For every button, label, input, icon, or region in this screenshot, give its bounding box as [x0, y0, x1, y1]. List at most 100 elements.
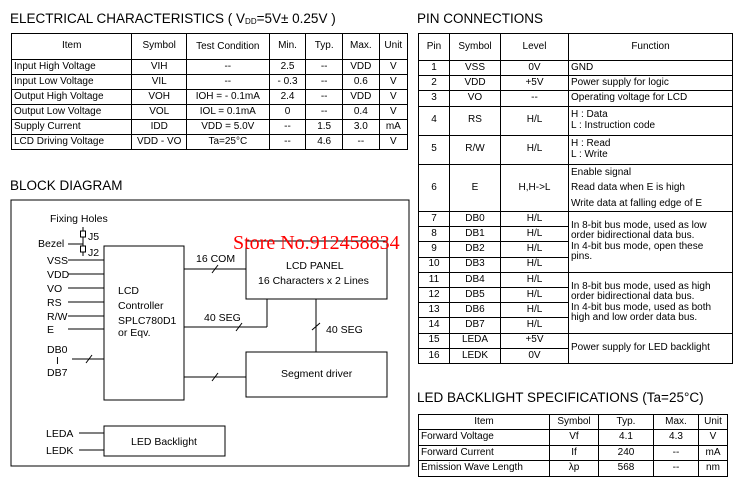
table-cell: 0V: [500, 59, 569, 77]
table-cell: Input High Voltage: [10, 59, 133, 75]
col-max: Max.: [342, 33, 380, 60]
table-cell: 0.4: [342, 104, 380, 120]
function-line: In 8-bit bus mode, used as low: [571, 219, 707, 231]
table-cell: H/L: [500, 256, 569, 273]
table-cell: IDD: [131, 119, 187, 135]
function-line: L : Instruction code: [571, 119, 656, 131]
table-cell: H/L: [500, 271, 569, 289]
table-cell: --: [305, 74, 343, 90]
col-typ: Typ.: [598, 413, 654, 431]
lcd-panel-label: LCD PANEL: [286, 260, 344, 272]
col-pin: Pin: [418, 33, 450, 61]
function-line: Write data at falling edge of E: [571, 197, 703, 209]
fixing-hole-j5: [80, 230, 86, 238]
table-cell: IOL = 0.1mA: [185, 104, 270, 120]
function-line: pins.: [571, 251, 593, 263]
controller-label-line4: or Eqv.: [118, 327, 150, 339]
pin-function: GND: [568, 59, 733, 77]
table-cell: nm: [698, 460, 728, 477]
table-cell: DB6: [449, 302, 501, 319]
table-cell: --: [305, 89, 343, 105]
table-cell: +5V: [500, 75, 569, 92]
function-line: In 8-bit bus mode, used as high: [571, 280, 711, 292]
col-typ: Typ.: [305, 33, 343, 60]
col-unit: Unit: [698, 413, 728, 431]
table-header-row: Item Symbol Typ. Max. Unit: [418, 413, 728, 431]
seg-bus-slash: [235, 322, 243, 332]
table-cell: H/L: [500, 302, 569, 319]
signal-e: E: [47, 324, 54, 336]
table-cell: Emission Wave Length: [418, 460, 550, 477]
table-cell: 4.3: [653, 429, 699, 446]
col-level: Level: [500, 33, 569, 61]
table-cell: - 0.3: [268, 74, 307, 90]
segment-driver-block: [245, 351, 388, 398]
signal-db7: DB7: [47, 367, 68, 379]
table-cell: Forward Voltage: [418, 429, 550, 446]
table-cell: 0: [268, 104, 307, 120]
function-line: In 4-bit bus mode, open these: [571, 240, 704, 252]
table-cell: VDD: [342, 89, 380, 105]
table-cell: LEDK: [449, 347, 501, 364]
table-cell: H/L: [500, 286, 569, 304]
backlight-spec-table: Item Symbol Typ. Max. Unit Forward Volta…: [418, 413, 728, 477]
col-item: Item: [418, 413, 550, 431]
j2-label: J2: [88, 247, 99, 259]
segment-driver-label: Segment driver: [281, 368, 353, 380]
table-cell: 4.6: [305, 134, 343, 150]
signal-db0: DB0: [47, 344, 68, 356]
table-cell: Vf: [549, 429, 599, 446]
table-cell: 15: [418, 332, 450, 349]
table-cell: H/L: [500, 226, 569, 243]
col-item: Item: [10, 33, 133, 60]
table-cell: V: [378, 134, 409, 150]
table-cell: DB7: [449, 317, 501, 334]
com-label: 16 COM: [196, 253, 235, 265]
led-backlight-block: [103, 425, 226, 457]
table-cell: DB3: [449, 256, 501, 273]
table-cell: 6: [418, 163, 450, 213]
table-cell: VIL: [131, 74, 187, 90]
table-cell: 7: [418, 211, 450, 228]
table-cell: Ta=25°C: [185, 134, 270, 150]
table-cell: 16: [418, 347, 450, 364]
table-cell: 10: [418, 256, 450, 273]
col-symbol: Symbol: [549, 413, 599, 431]
fixing-holes-label: Fixing Holes: [50, 213, 108, 225]
signal-vss: VSS: [47, 255, 68, 267]
block-diagram-title: BLOCK DIAGRAM: [10, 178, 123, 193]
table-cell: 5: [418, 134, 450, 165]
table-cell: Input Low Voltage: [10, 74, 133, 90]
table-cell: LCD Driving Voltage: [10, 134, 133, 150]
table-cell: Supply Current: [10, 119, 133, 135]
table-cell: --: [305, 104, 343, 120]
table-cell: VSS: [449, 59, 501, 77]
col-symbol: Symbol: [131, 33, 187, 60]
table-cell: VOH: [131, 89, 187, 105]
table-cell: 3.0: [342, 119, 380, 135]
function-line: order bidirectional data bus.: [571, 230, 695, 242]
table-cell: --: [500, 90, 569, 107]
pins-title: PIN CONNECTIONS: [417, 11, 544, 26]
table-cell: 14: [418, 317, 450, 334]
table-cell: --: [342, 134, 380, 150]
table-cell: 9: [418, 241, 450, 258]
table-cell: DB4: [449, 271, 501, 289]
signal-db-separator: I: [56, 355, 59, 367]
table-cell: 13: [418, 302, 450, 319]
signal-rs: RS: [47, 297, 62, 309]
table-cell: V: [378, 74, 409, 90]
